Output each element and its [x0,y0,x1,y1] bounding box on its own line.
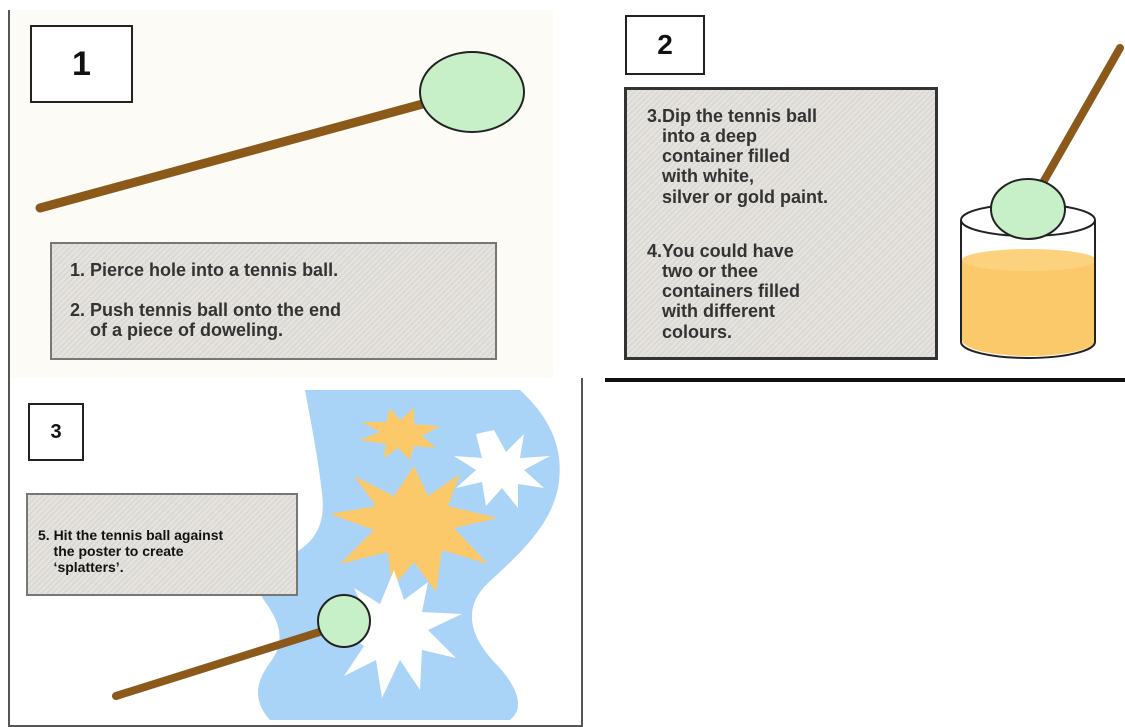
panel-1-illustration [35,51,525,213]
instruction-step-2: 2. Push tennis ball onto the end of a pi… [70,300,342,341]
gold-splatter-large [330,466,498,592]
paint-surface [962,249,1096,271]
step-number-1: 1 [30,25,133,103]
paint-liquid [962,260,1096,356]
container-bottom [960,341,1096,359]
step-number-2: 2 [625,15,705,75]
instruction-step-4: 4.You could have two or thee containers … [647,241,801,342]
doweling-stick [35,97,435,213]
tennis-ball [990,178,1066,240]
tennis-ball [419,51,525,133]
instruction-step-5: 5. Hit the tennis ball against the poste… [38,527,224,576]
instruction-box-2: 3.Dip the tennis ball into a deep contai… [624,87,938,360]
instruction-box-1: 1. Pierce hole into a tennis ball. 2. Pu… [50,242,497,360]
instruction-step-3: 3.Dip the tennis ball into a deep contai… [647,106,829,207]
instruction-step-1: 1. Pierce hole into a tennis ball. [70,260,339,280]
panel-3-illustration [112,390,560,720]
panel-2-illustration [960,44,1124,359]
instruction-box-3: 5. Hit the tennis ball against the poste… [26,493,298,596]
tennis-ball [317,594,371,648]
panel-2 [605,10,1125,382]
gold-splatter-small [360,408,440,460]
white-splatter-bottom [336,570,462,698]
white-splatter-right [454,430,550,508]
doweling-stick [112,626,330,700]
step-number-3: 3 [28,403,84,461]
doweling-stick [1029,44,1124,204]
